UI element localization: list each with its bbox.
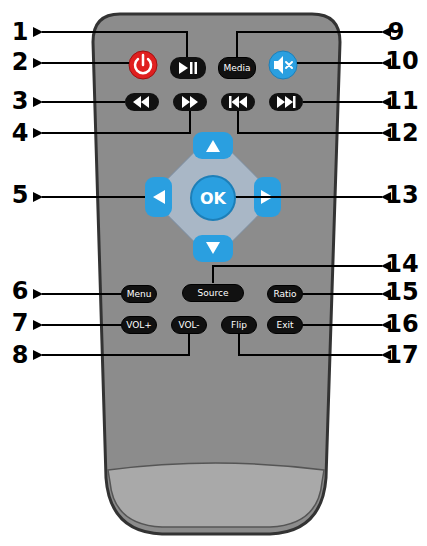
leader-line [42,62,129,64]
callout-number: 12 [385,121,418,145]
leader-line [237,32,382,57]
button-label: Ratio [273,289,296,299]
fast-forward-button [173,93,207,111]
leader-line [213,266,382,283]
leader-line [42,324,121,326]
button-label: Flip [231,320,247,330]
button-label: VOL- [178,320,199,330]
media-button: Media [218,57,256,79]
callout-number: 7 [12,311,29,335]
flip-button: Flip [221,316,257,334]
callout-number: 11 [385,89,418,113]
button-label: Media [223,63,250,73]
leader-line [42,111,190,133]
leader-line [303,293,382,295]
button-label: Menu [127,289,152,299]
callout-number: 6 [12,279,29,303]
remote-bottom-band [108,463,324,527]
power-button [129,51,157,79]
source-button: Source [182,284,244,302]
callout-number: 13 [385,183,418,207]
vol-down-button: VOL- [171,316,207,334]
previous-button [221,93,255,111]
leader-line [297,62,382,64]
callout-number: 3 [12,89,29,113]
button-label: Exit [276,320,293,330]
leader-line [303,324,382,326]
dpad-up [193,132,233,159]
callout-number: 5 [12,183,29,207]
leader-line [42,32,187,57]
leader-line [42,293,121,295]
vol-up-button: VOL+ [121,316,157,334]
leader-line [228,196,382,198]
leader-lines [42,32,382,355]
leader-line [239,334,382,355]
play-pause-button [170,57,206,79]
next-button [269,93,303,111]
callout-number: 17 [385,343,418,367]
button-label: Source [198,288,229,298]
callout-number: 10 [385,49,418,73]
callout-number: 16 [385,312,418,336]
leader-line [303,101,382,103]
callout-number: 15 [385,280,418,304]
leader-line [238,111,382,133]
leader-line [42,196,145,198]
ratio-button: Ratio [267,285,303,303]
dpad-down [193,235,233,262]
dpad-left [145,177,172,217]
callout-number: 1 [12,20,29,44]
exit-button: Exit [267,316,303,334]
mute-button [269,51,297,79]
button-label: VOL+ [126,320,152,330]
ok-button: OK [190,175,236,221]
callout-number: 2 [12,50,29,74]
callout-number: 9 [388,20,405,44]
leader-line [42,101,125,103]
remote-body [93,14,340,534]
callout-number: 14 [385,252,418,276]
rewind-button [125,93,159,111]
callout-number: 8 [12,343,29,367]
callout-number: 4 [12,121,29,145]
leader-line [42,334,189,355]
menu-button: Menu [121,285,157,303]
button-label: OK [200,189,226,208]
